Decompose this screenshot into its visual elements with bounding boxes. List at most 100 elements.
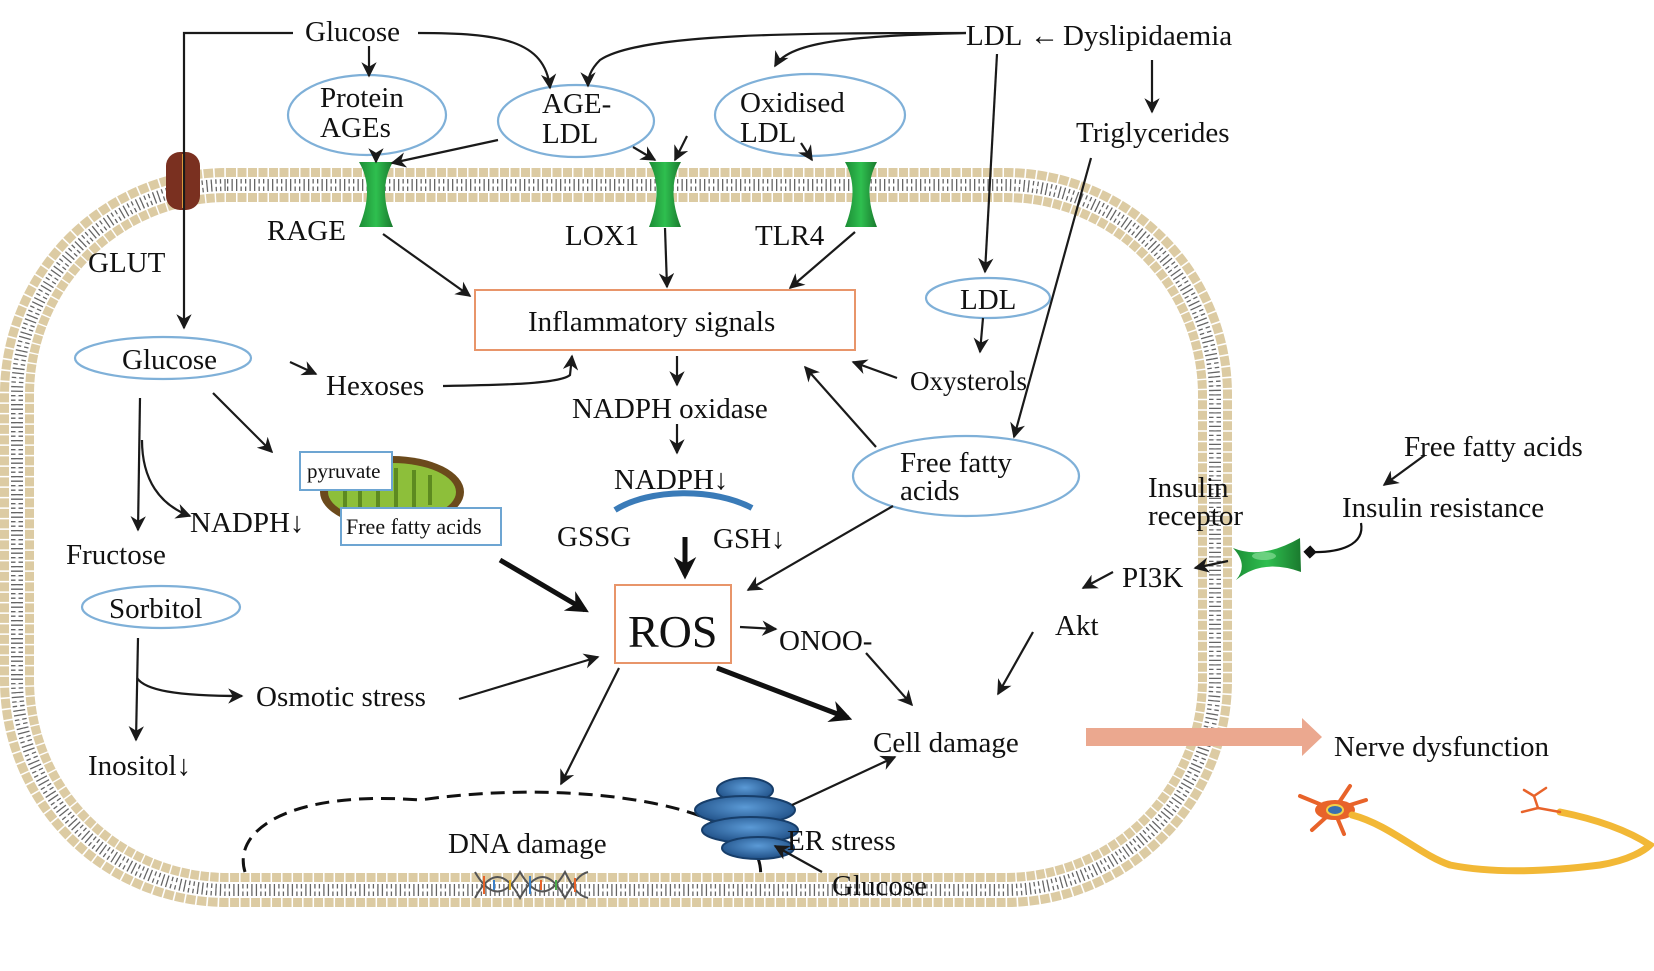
label-fructose: Fructose [66, 539, 166, 571]
label-free-fatty-acids-box: Free fatty acids [346, 514, 482, 539]
pyruvate-box [299, 451, 393, 491]
label-dna-damage: DNA damage [448, 828, 607, 860]
ldl-intracellular-oval [924, 276, 1052, 320]
arrow-hexoses-to-inflammatory [442, 354, 579, 388]
age-ldl-oval [496, 83, 656, 159]
label-age-ldl-line1: AGE- [542, 88, 611, 120]
label-insulin-resistance: Insulin resistance [1342, 492, 1544, 524]
label-ldl: LDL [966, 20, 1022, 52]
dna-helix-icon [474, 869, 589, 901]
label-insulin-receptor-line1: Insulin [1148, 472, 1229, 504]
arrow-ffa-to-ros [746, 505, 894, 591]
arrow-ros-to-onoo [739, 620, 778, 636]
label-hexoses: Hexoses [326, 370, 424, 402]
label-pyruvate: pyruvate [307, 459, 380, 483]
rage-receptor-icon [359, 162, 393, 227]
arrow-oxysterols-to-inflammatory [851, 359, 898, 380]
label-oxysterols: Oxysterols [910, 366, 1027, 396]
arrow-age-ldl-to-rage [390, 138, 499, 168]
outcome-arrow [1086, 718, 1322, 756]
label-oxidised-ldl-line2: LDL [740, 117, 796, 149]
arrow-ldl-to-ldl-intracellular [978, 53, 999, 274]
label-onoo: ONOO- [779, 625, 872, 657]
arrow-tlr4-to-inflammatory [788, 231, 856, 290]
arrow-glucose-to-hexoses [289, 361, 318, 376]
label-inflammatory-signals: Inflammatory signals [528, 306, 775, 338]
free-fatty-acids-oval [851, 434, 1081, 518]
label-pi3k: PI3K [1122, 562, 1183, 594]
label-er-stress: ER stress [787, 825, 896, 857]
arrow-osmotic-to-ros [458, 653, 600, 701]
er-organelle-icon [694, 777, 799, 860]
arrow-ldl-to-oxysterols [973, 317, 989, 354]
label-tlr4: TLR4 [755, 220, 825, 252]
arrow-ldl-to-age-ldl [580, 31, 967, 88]
label-triglycerides: Triglycerides [1076, 117, 1230, 149]
sorbitol-oval [80, 584, 242, 630]
arrow-receptor-to-pi3k [1193, 557, 1229, 573]
label-ros: ROS [628, 606, 717, 657]
arrow-glucose-to-age-ldl [417, 31, 557, 90]
label-free-fatty-acids-outside: Free fatty acids [1404, 431, 1583, 463]
label-protein-ages-line1: Protein [320, 82, 404, 114]
arrow-akt-to-cell-damage [997, 631, 1034, 696]
label-gsh-down: GSH↓ [713, 523, 786, 555]
arrow-pi3k-to-akt [1081, 571, 1114, 589]
insulin-receptor-icon [1233, 538, 1301, 580]
glucose-intracellular-oval [73, 335, 253, 381]
label-glut: GLUT [88, 247, 166, 279]
label-akt: Akt [1055, 610, 1099, 642]
label-nerve-dysfunction: Nerve dysfunction [1334, 731, 1550, 763]
arrow-ros-to-dna-damage [560, 667, 620, 786]
arrow-oxidised-ldl-to-lox1 [674, 135, 689, 162]
ros-box [614, 584, 732, 664]
label-osmotic-stress: Osmotic stress [256, 681, 426, 713]
label-rage: RAGE [267, 215, 346, 247]
inflammatory-signals-box [474, 289, 856, 351]
label-ldl-arrow: ← [1030, 20, 1059, 52]
inhibit-insulin-resistance-to-receptor [1303, 522, 1363, 559]
arrow-onoo-to-cell-damage [865, 652, 914, 707]
label-lox1: LOX1 [565, 220, 639, 252]
arrow-ffa-to-inflammatory [803, 365, 877, 448]
label-dyslipidaemia: Dyslipidaemia [1063, 20, 1232, 52]
label-nadph-oxidase: NADPH oxidase [572, 393, 768, 425]
arrow-mito-ffa-to-ros [498, 557, 589, 613]
arrow-rage-to-inflammatory [382, 233, 472, 297]
label-glucose-er: Glucose [832, 870, 927, 902]
connectors [128, 31, 1426, 873]
label-oxidised-ldl-line1: Oxidised [740, 87, 845, 119]
lox1-receptor-icon [649, 162, 681, 227]
label-cell-damage: Cell damage [873, 727, 1019, 759]
label-sorbitol: Sorbitol [109, 593, 202, 625]
label-free-fatty-acids-oval-line1: Free fatty [900, 447, 1012, 479]
arrow-ldl-to-oxidised-ldl [774, 31, 967, 68]
neuron-icon [1298, 784, 1654, 875]
label-glucose-intracellular: Glucose [122, 344, 217, 376]
label-free-fatty-acids-oval-line2: acids [900, 475, 960, 507]
label-gssg: GSSG [557, 521, 631, 553]
arrow-sorbitol-to-osmotic [136, 677, 244, 704]
arrow-lox1-to-inflammatory [658, 227, 675, 289]
arrow-er-stress-to-cell-damage [791, 755, 897, 806]
label-age-ldl-line2: LDL [542, 118, 598, 150]
arrow-glucose-to-fructose [130, 397, 146, 532]
tlr4-receptor-icon [845, 162, 877, 227]
arrow-sorbitol-to-inositol [128, 637, 144, 742]
arrow-oxidised-ldl-to-tlr4 [798, 142, 813, 162]
label-nadph-down: NADPH↓ [614, 464, 728, 496]
arrow-ffa-to-insulin-resistance [1382, 454, 1426, 486]
free-fatty-acids-box [340, 507, 502, 546]
arrow-ros-to-cell-damage [716, 665, 853, 723]
label-ldl-intracellular: LDL [960, 284, 1016, 316]
arrow-glucose-to-nadph-left [140, 439, 192, 519]
arrow-triglycerides-to-ffa [1010, 157, 1093, 439]
arrow-glucose-to-glut [176, 31, 293, 330]
label-inositol-down: Inositol↓ [88, 750, 191, 782]
cell-membrane [0, 168, 1232, 907]
arrow-glucose-to-er-stress [773, 845, 823, 873]
label-insulin-receptor-line2: receptor [1148, 500, 1243, 532]
arrow-glucose-to-pyruvate [212, 392, 274, 454]
label-nadph-down-left: NADPH↓ [190, 507, 304, 539]
